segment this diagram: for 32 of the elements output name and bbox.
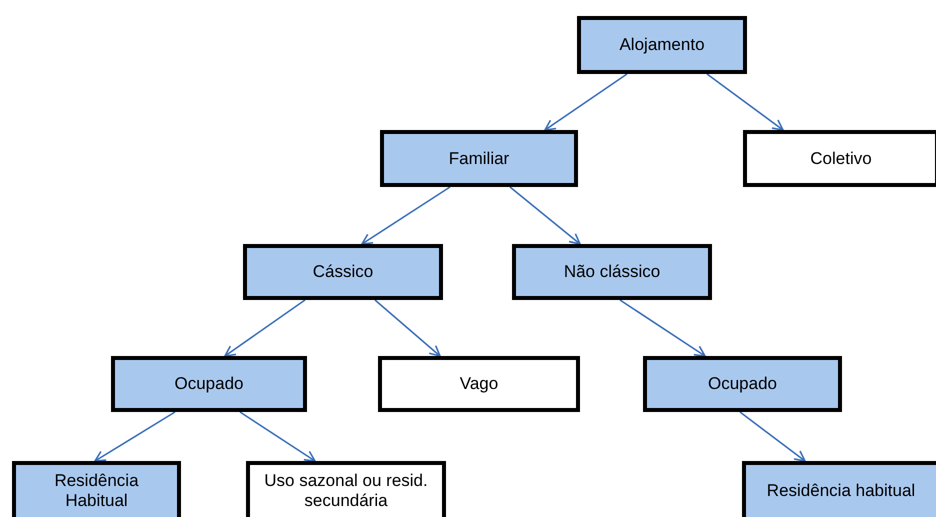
category-label: Cássico — [312, 262, 374, 282]
category-box — [643, 356, 842, 412]
arrow — [224, 299, 306, 357]
category-label: Ocupado — [174, 374, 244, 394]
arrow — [94, 411, 176, 462]
arrow — [240, 411, 316, 462]
category-box — [577, 16, 747, 74]
category-box — [246, 461, 446, 517]
arrow — [510, 186, 581, 245]
category-box — [111, 356, 307, 412]
arrow — [374, 299, 441, 357]
category-box — [380, 130, 578, 187]
category-label: Uso sazonal ou resid. secundária — [263, 471, 429, 511]
arrow — [620, 299, 706, 357]
arrow — [706, 73, 784, 131]
category-box — [378, 356, 580, 412]
category-label: Ocupado — [708, 374, 777, 394]
category-box — [743, 130, 936, 187]
category-label: Residência Habitual — [53, 471, 140, 511]
arrow — [361, 186, 450, 245]
category-label: Não clássico — [564, 262, 660, 282]
category-label: Coletivo — [810, 148, 872, 168]
category-box — [12, 461, 181, 517]
category-box — [512, 244, 712, 300]
category-label: Familiar — [448, 148, 510, 168]
category-label: Vago — [460, 374, 498, 394]
category-box — [243, 244, 443, 300]
category-box — [742, 461, 936, 517]
arrow — [740, 411, 806, 462]
category-label: Residência habitual — [766, 481, 916, 501]
arrow — [544, 73, 628, 131]
category-label: Alojamento — [619, 35, 705, 55]
